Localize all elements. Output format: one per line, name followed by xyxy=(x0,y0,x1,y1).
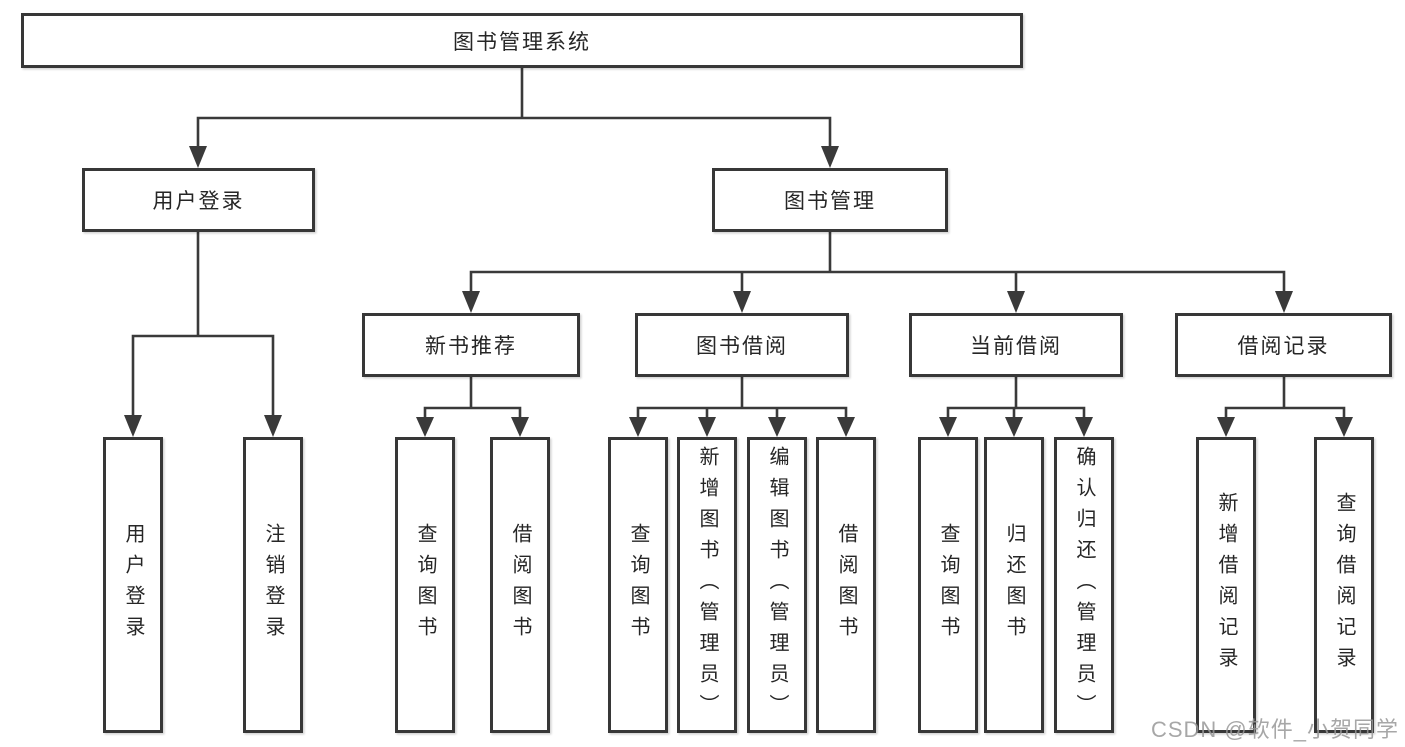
arrowhead xyxy=(821,146,839,168)
node-book-borrowing: 图书借阅 xyxy=(635,313,849,377)
arrowhead xyxy=(1275,291,1293,313)
connector-user-login xyxy=(131,230,275,419)
arrowhead xyxy=(189,146,207,168)
connector-current-borrow xyxy=(946,375,1086,421)
arrowhead xyxy=(939,417,957,437)
arrowhead xyxy=(733,291,751,313)
arrowhead xyxy=(1005,417,1023,437)
arrowhead xyxy=(1007,291,1025,313)
arrowhead xyxy=(837,417,855,437)
arrowhead xyxy=(462,291,480,313)
arrowhead xyxy=(1075,417,1093,437)
node-current-borrowing: 当前借阅 xyxy=(909,313,1123,377)
arrowhead xyxy=(124,415,142,437)
leaf-add-book-admin: 新增图书（管理员） xyxy=(677,437,737,733)
arrowhead xyxy=(416,417,434,437)
leaf-add-borrow-record: 新增借阅记录 xyxy=(1196,437,1256,733)
leaf-borrow-book: 借阅图书 xyxy=(816,437,876,733)
leaf-query-book: 查询图书 xyxy=(608,437,668,733)
connector-book-mgmt xyxy=(469,230,1286,295)
arrowhead xyxy=(768,417,786,437)
leaf-logout: 注销登录 xyxy=(243,437,303,733)
arrowhead xyxy=(264,415,282,437)
leaf-return-book: 归还图书 xyxy=(984,437,1044,733)
arrowhead xyxy=(698,417,716,437)
leaf-query-book: 查询图书 xyxy=(918,437,978,733)
leaf-query-book: 查询图书 xyxy=(395,437,455,733)
node-borrow-records: 借阅记录 xyxy=(1175,313,1392,377)
connector-root xyxy=(196,66,832,150)
connector-new-book xyxy=(423,375,522,421)
node-root-system: 图书管理系统 xyxy=(21,13,1023,68)
arrowhead xyxy=(1217,417,1235,437)
arrowhead xyxy=(511,417,529,437)
node-book-management: 图书管理 xyxy=(712,168,948,232)
leaf-borrow-book: 借阅图书 xyxy=(490,437,550,733)
connector-borrow-records xyxy=(1224,375,1346,421)
arrowhead xyxy=(629,417,647,437)
csdn-watermark: CSDN @软件_小贺同学 xyxy=(1150,717,1399,742)
arrowhead xyxy=(1335,417,1353,437)
connector-book-borrow xyxy=(636,375,848,421)
leaf-confirm-return-admin: 确认归还（管理员） xyxy=(1054,437,1114,733)
leaf-edit-book-admin: 编辑图书（管理员） xyxy=(747,437,807,733)
node-new-book-recommend: 新书推荐 xyxy=(362,313,580,377)
node-user-login: 用户登录 xyxy=(82,168,315,232)
leaf-query-borrow-record: 查询借阅记录 xyxy=(1314,437,1374,733)
leaf-user-login: 用户登录 xyxy=(103,437,163,733)
